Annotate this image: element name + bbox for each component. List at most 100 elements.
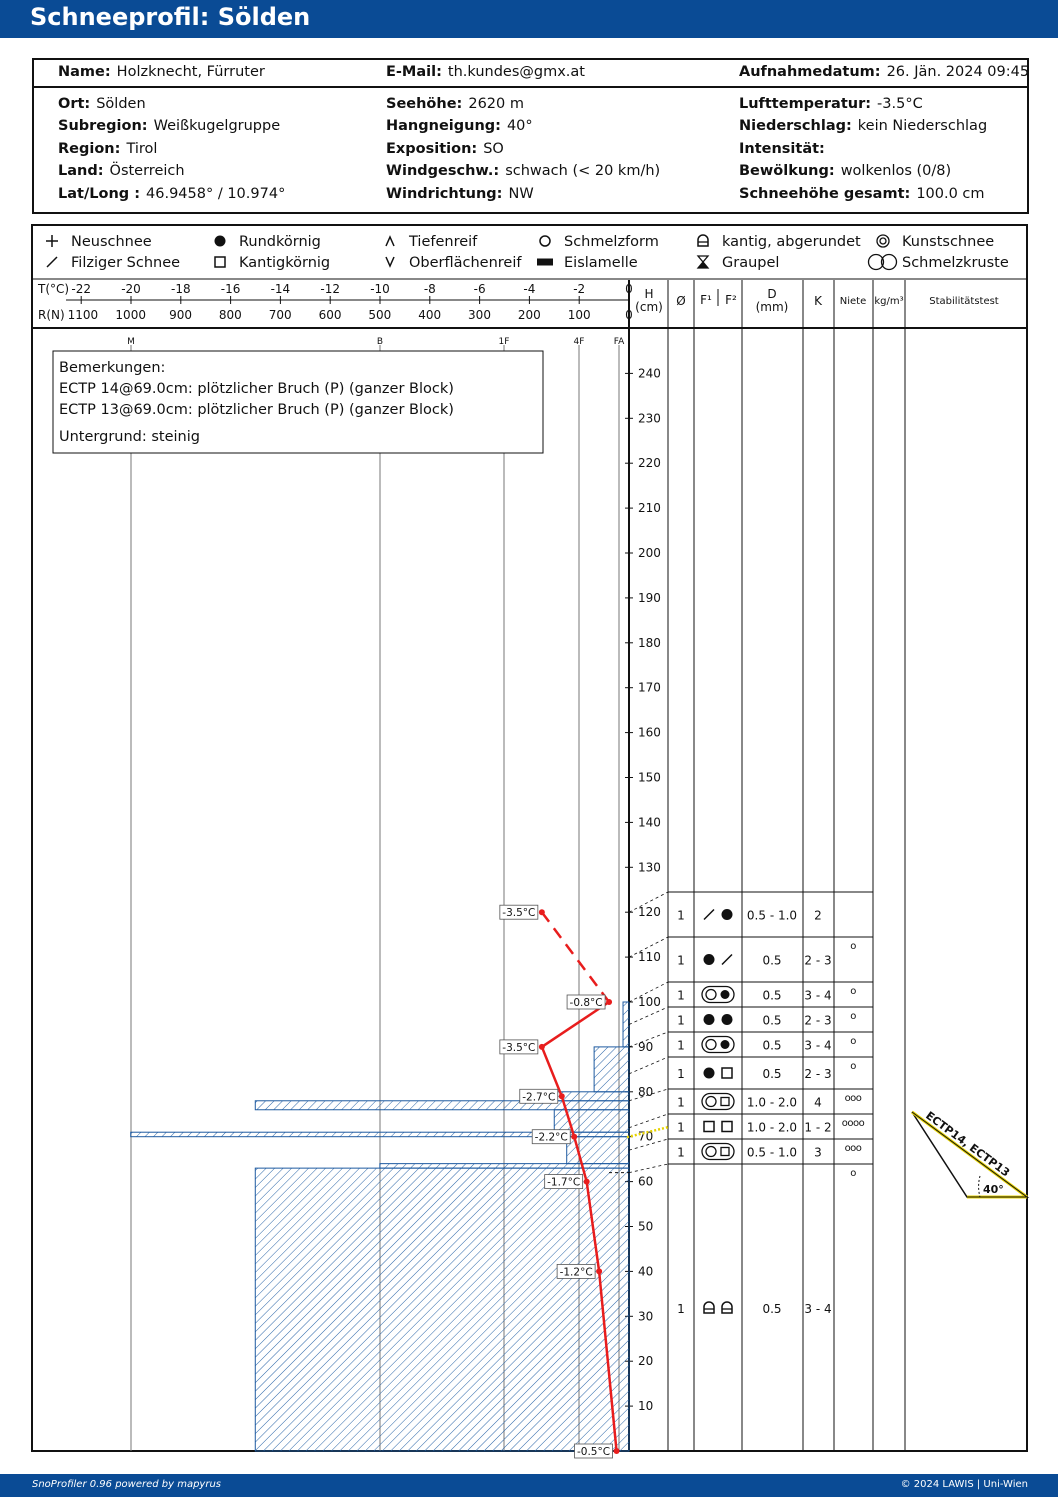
round-grain-icon <box>720 1040 730 1049</box>
header-diam: Ø <box>676 294 685 308</box>
temp-label-box <box>566 994 606 1010</box>
legend-label: Kantigkörnig <box>239 255 330 271</box>
height-tick-label: 50 <box>638 1220 653 1234</box>
layer-diameter: 1 <box>677 1302 685 1316</box>
temp-label: -1.2°C <box>560 1266 593 1278</box>
height-tick-label: 40 <box>638 1264 653 1278</box>
layer-grain-size: 0.5 - 1.0 <box>747 1146 797 1160</box>
layer-diameter: 1 <box>677 989 685 1003</box>
info-col2-row-3: Windgeschw.:schwach (< 20 km/h) <box>386 163 661 180</box>
info-col1-row-1: Subregion:Weißkugelgruppe <box>58 118 281 135</box>
legend-label: Tiefenreif <box>408 234 478 250</box>
machine-snow-icon <box>876 234 890 248</box>
height-tick-label: 30 <box>638 1309 653 1323</box>
height-tick-label: 120 <box>638 905 661 919</box>
info-col2-row-1: Hangneigung:40° <box>386 118 533 135</box>
res-tick-label: 1000 <box>115 308 146 322</box>
layer-niete: o <box>850 1011 856 1022</box>
temp-label-box <box>544 1174 584 1189</box>
info-date: Aufnahmedatum:26. Jän. 2024 09:45 <box>739 64 1030 80</box>
layer-niete: o <box>850 1036 856 1047</box>
layer-hardness: 1 - 2 <box>804 1121 831 1135</box>
temp-tick-label: -6 <box>474 282 486 296</box>
info-col1-row-0: Ort:Sölden <box>58 96 146 112</box>
hardness-label: M <box>127 337 135 347</box>
round-grain-icon <box>720 990 730 999</box>
page-title: Schneeprofil: Sölden <box>30 3 311 31</box>
res-tick-label: 700 <box>269 308 292 322</box>
res-tick-label: 1100 <box>68 308 99 322</box>
height-tick-label: 200 <box>638 546 661 560</box>
round-grain-icon <box>703 1014 715 1025</box>
temp-label: -3.5°C <box>502 907 535 919</box>
layer-hardness: 3 - 4 <box>804 989 831 1003</box>
info-col2-row-4: Windrichtung:NW <box>386 185 534 202</box>
temp-label-box <box>574 1443 613 1459</box>
legend-label: kantig, abgerundet <box>722 234 861 250</box>
layer-connector <box>628 891 669 913</box>
layer-connector <box>628 981 669 1003</box>
melt-form-icon <box>539 235 551 247</box>
info-col2-row-0: Seehöhe:2620 m <box>386 96 524 112</box>
height-tick-label: 150 <box>638 771 661 785</box>
res-tick-label: 200 <box>518 308 541 322</box>
faceted-grain-icon <box>720 1096 730 1107</box>
temp-label: -0.5°C <box>577 1446 610 1458</box>
res-tick-label: 800 <box>219 308 242 322</box>
layer-connector <box>628 1163 669 1174</box>
temp-label-box <box>499 904 539 920</box>
faceted-grain-icon <box>703 1120 715 1133</box>
res-tick-label: 100 <box>568 308 591 322</box>
slope-angle-label: 40° <box>983 1183 1004 1196</box>
info-col1-row-2: Region:Tirol <box>58 140 158 157</box>
height-tick-label: 160 <box>638 726 661 740</box>
temp-tick-label: -2 <box>573 282 585 296</box>
res-tick-label: 500 <box>368 308 391 322</box>
hardness-bar <box>553 1091 630 1102</box>
info-email: E-Mail:th.kundes@gmx.at <box>386 64 585 80</box>
header-d: D <box>767 287 776 301</box>
temp-tick-label: -20 <box>121 282 141 296</box>
layer-niete: o <box>850 986 856 997</box>
layer-niete: ooo <box>845 1093 862 1104</box>
remarks-box <box>52 350 544 454</box>
header-h: H <box>644 287 653 301</box>
stability-marker <box>626 1125 669 1139</box>
layer-hardness: 3 - 4 <box>804 1039 831 1053</box>
slope-line <box>911 1111 1028 1198</box>
temp-point <box>596 1268 603 1275</box>
layer-diameter: 1 <box>677 1146 685 1160</box>
layer-connector <box>628 1031 669 1048</box>
header-niete: Niete <box>840 296 866 307</box>
temp-point <box>571 1133 578 1140</box>
round-grain-icon <box>703 1067 715 1079</box>
res-tick-label: 400 <box>418 308 441 322</box>
footer-right: © 2024 LAWIS | Uni-Wien <box>900 1479 1028 1490</box>
header-h_unit: (cm) <box>635 300 663 314</box>
layer-connector <box>628 1088 669 1102</box>
res-tick-label: 300 <box>468 308 491 322</box>
melt-crust-icon <box>701 985 735 1004</box>
layer-niete: o <box>850 1061 856 1072</box>
header-f2: F² <box>725 293 737 307</box>
hardness-label: 1F <box>499 337 510 347</box>
temp-point <box>613 1448 620 1454</box>
round-grain-icon <box>721 909 733 920</box>
height-tick-label: 90 <box>638 1040 653 1054</box>
title-bar: Schneeprofil: Sölden <box>0 0 1058 38</box>
legend-label: Graupel <box>722 255 779 271</box>
height-tick-label: 80 <box>638 1085 653 1099</box>
temp-label: -1.7°C <box>547 1177 580 1189</box>
hardness-profile <box>130 1001 630 1452</box>
remarks-ground: Untergrund: steinig <box>59 429 200 445</box>
layer-hardness: 3 <box>814 1146 822 1160</box>
height-tick-label: 170 <box>638 681 661 695</box>
temp-label: -2.7°C <box>522 1091 555 1103</box>
info-col1-row-4: Lat/Long :46.9458° / 10.974° <box>58 185 286 202</box>
decomposed-snow-icon <box>721 953 733 966</box>
remarks-line: ECTP 14@69.0cm: plötzlicher Bruch (P) (g… <box>59 381 454 397</box>
info-box: Name:Holzknecht, Fürruter E-Mail:th.kund… <box>32 58 1029 214</box>
height-tick-label: 210 <box>638 501 661 515</box>
legend-label: Oberflächenreif <box>409 255 522 271</box>
header-density: kg/m³ <box>874 296 903 307</box>
